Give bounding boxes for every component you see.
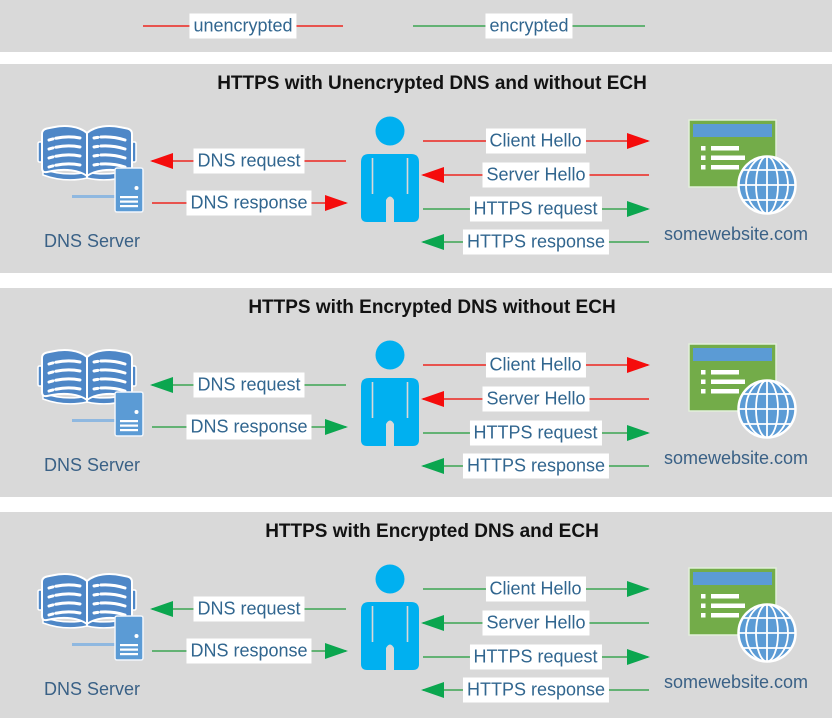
website-label: somewebsite.com (664, 448, 809, 468)
server-hello-arrow: Server Hello (421, 609, 651, 637)
server-hello-arrow: Server Hello (421, 385, 651, 413)
arrowhead-left-icon (421, 167, 444, 183)
server-hello-arrow: Server Hello (421, 161, 651, 189)
panel-title: HTTPS with Unencrypted DNS and without E… (217, 73, 647, 94)
client-hello-arrow: Client Hello (421, 127, 650, 155)
panel-title: HTTPS with Encrypted DNS without ECH (248, 297, 616, 318)
website-globe-icon (688, 343, 798, 441)
dns-server-label: DNS Server (44, 455, 141, 475)
website-label: somewebsite.com (664, 224, 809, 244)
arrow-label: HTTPS response (462, 453, 610, 479)
dns-server-label: DNS Server (44, 231, 141, 251)
arrowhead-right-icon (325, 195, 348, 211)
arrow-label: Client Hello (485, 352, 586, 378)
dns-response-arrow: DNS response (150, 189, 348, 217)
dns-request-arrow: DNS request (150, 147, 348, 175)
client-hello-arrow: Client Hello (421, 351, 650, 379)
arrow-label: DNS response (186, 190, 312, 216)
website-label: somewebsite.com (664, 672, 809, 692)
arrowhead-right-icon (627, 133, 650, 149)
https-response-arrow: HTTPS response (421, 676, 651, 704)
dns-server-icon (114, 391, 144, 437)
legend-item-unencrypted: unencrypted (143, 12, 343, 40)
panel-unencrypted-dns-no-ech: HTTPS with Unencrypted DNS and without E… (0, 64, 832, 273)
arrow-label: DNS request (193, 596, 305, 622)
arrow-label: DNS request (193, 372, 305, 398)
arrow-label: DNS request (193, 148, 305, 174)
user-person-icon (360, 564, 420, 670)
arrowhead-left-icon (150, 153, 173, 169)
book-server-connector (72, 195, 116, 198)
arrowhead-left-icon (421, 234, 444, 250)
arrowhead-left-icon (150, 377, 173, 393)
arrowhead-left-icon (150, 601, 173, 617)
arrow-label: Server Hello (482, 386, 590, 412)
arrowhead-left-icon (421, 458, 444, 474)
panel-encrypted-dns-no-ech: HTTPS with Encrypted DNS without ECH DNS… (0, 288, 832, 497)
panel-encrypted-dns-and-ech: HTTPS with Encrypted DNS and ECH DNS Ser… (0, 512, 832, 718)
arrow-label: DNS response (186, 638, 312, 664)
arrow-label: HTTPS request (469, 420, 602, 446)
arrowhead-right-icon (627, 357, 650, 373)
arrow-label: HTTPS request (469, 644, 602, 670)
user-person-icon (360, 116, 420, 222)
https-request-arrow: HTTPS request (421, 643, 650, 671)
arrow-label: HTTPS request (469, 196, 602, 222)
user-person-icon (360, 340, 420, 446)
client-hello-arrow: Client Hello (421, 575, 650, 603)
book-server-connector (72, 643, 116, 646)
website-globe-icon (688, 567, 798, 665)
legend-label-unencrypted: unencrypted (189, 13, 297, 39)
https-request-arrow: HTTPS request (421, 419, 650, 447)
dns-request-arrow: DNS request (150, 595, 348, 623)
dns-server-label: DNS Server (44, 679, 141, 699)
arrow-label: HTTPS response (462, 229, 610, 255)
arrow-label: Client Hello (485, 576, 586, 602)
arrow-label: DNS response (186, 414, 312, 440)
dns-server-icon (114, 167, 144, 213)
arrow-label: Client Hello (485, 128, 586, 154)
arrowhead-right-icon (627, 425, 650, 441)
arrowhead-left-icon (421, 391, 444, 407)
arrowhead-left-icon (421, 682, 444, 698)
https-request-arrow: HTTPS request (421, 195, 650, 223)
dns-response-arrow: DNS response (150, 637, 348, 665)
arrowhead-right-icon (325, 643, 348, 659)
book-server-connector (72, 419, 116, 422)
dns-request-arrow: DNS request (150, 371, 348, 399)
arrowhead-right-icon (627, 649, 650, 665)
panel-title: HTTPS with Encrypted DNS and ECH (265, 521, 599, 542)
legend-label-encrypted: encrypted (485, 13, 573, 39)
legend-item-encrypted: encrypted (413, 12, 645, 40)
https-response-arrow: HTTPS response (421, 228, 651, 256)
website-globe-icon (688, 119, 798, 217)
arrowhead-left-icon (421, 615, 444, 631)
arrowhead-right-icon (627, 581, 650, 597)
dns-response-arrow: DNS response (150, 413, 348, 441)
arrow-label: Server Hello (482, 610, 590, 636)
arrowhead-right-icon (325, 419, 348, 435)
dns-server-icon (114, 615, 144, 661)
arrow-label: Server Hello (482, 162, 590, 188)
https-response-arrow: HTTPS response (421, 452, 651, 480)
arrow-label: HTTPS response (462, 677, 610, 703)
legend-bar: unencrypted encrypted (0, 0, 832, 52)
arrowhead-right-icon (627, 201, 650, 217)
